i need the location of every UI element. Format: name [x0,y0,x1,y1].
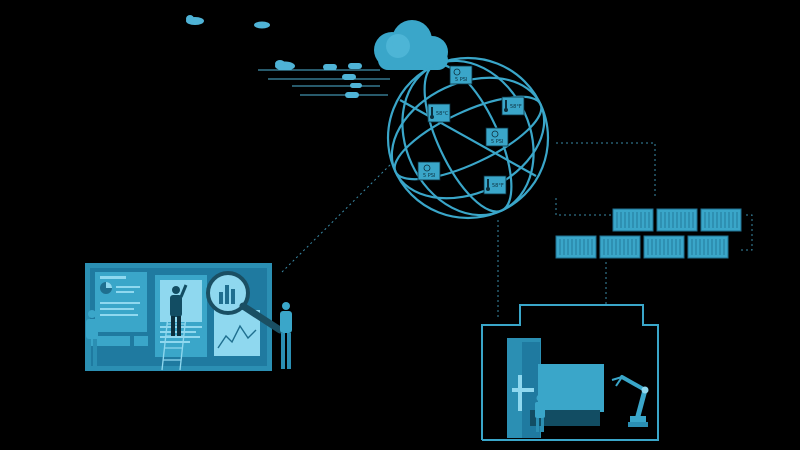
sensor-badge: 58°C [427,103,451,123]
gauge-icon [453,68,461,76]
robot-arm-icon [611,375,649,427]
person-on-ladder [170,284,188,336]
shipping-container [612,208,654,232]
dashboard-monitor [85,263,292,371]
data-streams [186,15,390,98]
thermometer-icon [505,100,507,109]
badge-label: 5 PSI [491,139,503,145]
shipping-container [700,208,742,232]
shipping-container [599,235,641,259]
shipping-container [555,235,597,259]
gauge-icon [491,130,499,138]
factory-worker [535,394,545,432]
magnifying-glass-icon [206,271,284,334]
thermometer-icon [431,107,433,116]
factory-building [481,304,659,441]
sensor-badge: 5 PSI [485,127,509,147]
thermometer-icon [487,179,489,188]
container-stacks [555,208,742,259]
mini-cloud [254,21,270,29]
sensor-badge: 5 PSI [449,65,473,85]
shipping-container [656,208,698,232]
person-right [280,302,292,369]
cloud-icon [374,20,448,70]
sensor-badges: 5 PSI 58°C 58°F 5 PSI 5 PSI 5 [417,65,525,195]
badge-label: 58°F [492,183,504,189]
machine-panel [538,364,604,412]
shipping-container [643,235,685,259]
shipping-container [687,235,729,259]
badge-label: 58°F [510,104,522,110]
sensor-badge: 58°F [483,175,507,195]
badge-label: 58°C [436,111,449,117]
sensor-badge: 58°F [501,96,525,116]
badge-label: 5 PSI [455,77,467,83]
line-chart-icon [217,324,257,349]
person-left [86,310,98,369]
sensor-badge: 5 PSI [417,161,441,181]
connector-lines [281,142,753,318]
pie-chart-icon [100,282,112,294]
gauge-icon [423,164,431,172]
badge-label: 5 PSI [423,173,435,179]
